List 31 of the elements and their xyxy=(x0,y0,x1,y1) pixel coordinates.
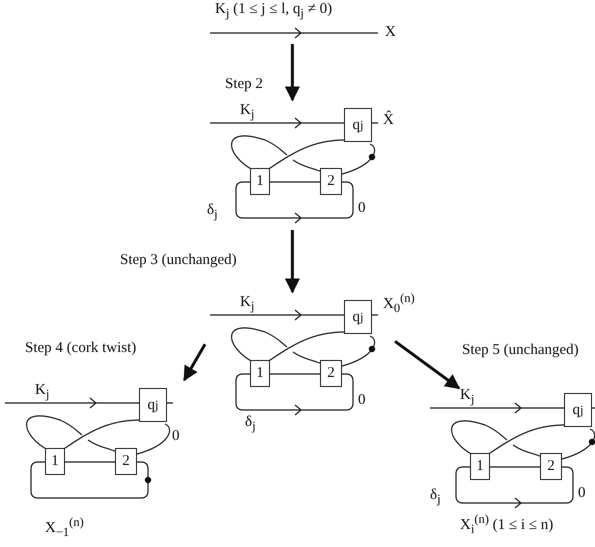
coupon-box: 2 xyxy=(320,168,342,195)
arrow xyxy=(284,44,300,102)
coupon-box: 2 xyxy=(320,360,342,387)
edge-label: Step 2 xyxy=(225,76,263,93)
arrow xyxy=(284,230,300,294)
coupon-box: 1 xyxy=(45,448,65,475)
edge-label: Step 4 (cork twist) xyxy=(25,340,136,357)
coupon-box: 2 xyxy=(115,448,137,475)
math-label: K$_{j}$ (1 ≤ j ≤ l, q$_{j}$ ≠ 0) xyxy=(215,1,332,21)
arrow xyxy=(183,343,206,382)
edge-label: Step 3 (unchanged) xyxy=(120,252,237,269)
math-label: K$_{j}$ xyxy=(460,387,474,407)
math-label: 0 xyxy=(578,485,586,502)
math-label: δ$_{j}$ xyxy=(245,414,256,434)
math-label: K$_{j}$ xyxy=(35,382,50,402)
coupon-box: 2 xyxy=(540,453,562,480)
math-label: δ$_{j}$ xyxy=(207,202,218,222)
math-label: X̂ xyxy=(383,112,394,128)
edge-label: Step 5 (unchanged) xyxy=(462,342,579,359)
math-label: 0 xyxy=(172,428,180,444)
math-label: δ$_{j}$ xyxy=(430,487,441,507)
math-label: X$_{i}$$^{(n)}$ (1 ≤ i ≤ n) xyxy=(460,513,554,537)
math-label: 0 xyxy=(358,392,366,408)
math-label: K$_{j}$ xyxy=(240,102,254,122)
math-label: K$_{j}$ xyxy=(240,294,254,314)
coupon-box: 1 xyxy=(250,360,270,387)
coupon-box: 1 xyxy=(470,453,490,480)
arrow xyxy=(394,340,460,390)
math-label: 0 xyxy=(358,200,366,216)
math-label: X xyxy=(385,24,396,40)
coupon-box: 1 xyxy=(250,168,270,195)
